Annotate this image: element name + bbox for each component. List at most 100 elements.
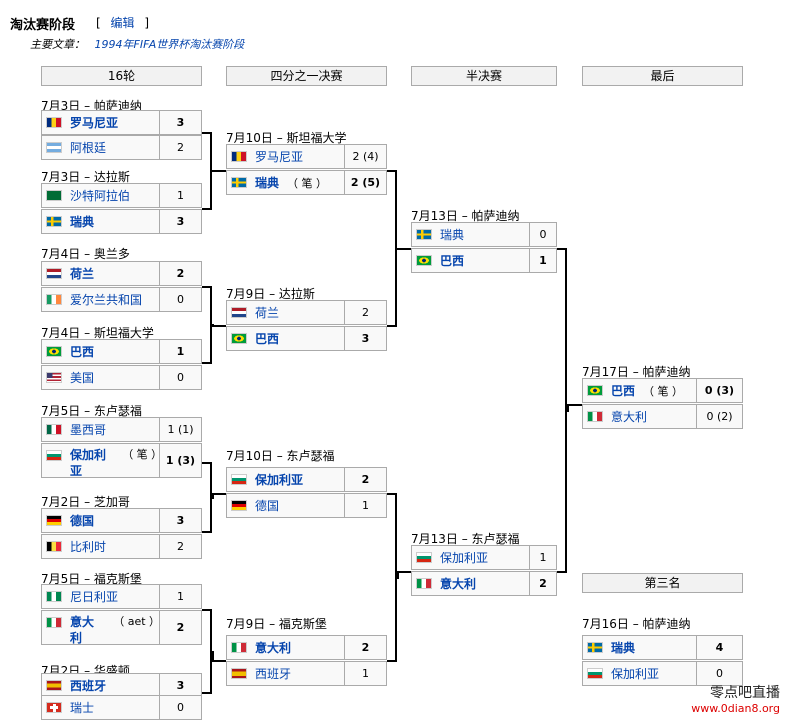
- germany-flag: [231, 500, 247, 511]
- match-date: 7月9日 – 达拉斯: [226, 287, 315, 301]
- saudi-arabia-flag: [46, 190, 62, 201]
- match-date: 7月2日 – 芝加哥: [41, 495, 130, 509]
- team-name[interactable]: 阿根廷: [70, 141, 107, 155]
- team-score: 0 (3): [697, 378, 743, 403]
- team-score: 1: [160, 183, 202, 208]
- usa-flag: [46, 372, 62, 383]
- team-name[interactable]: 瑞典: [70, 215, 95, 229]
- team-row: 沙特阿拉伯 1: [41, 183, 202, 208]
- team-score: 0 (2): [697, 404, 743, 429]
- team-name[interactable]: 罗马尼亚: [70, 116, 119, 130]
- match-date: 7月13日 – 帕萨迪纳: [411, 209, 520, 223]
- team-cell: 意大利: [582, 404, 697, 429]
- main-article-link[interactable]: 1994年FIFA世界杯淘汰赛阶段: [94, 38, 245, 51]
- edit-link[interactable]: [ 编辑 ]: [96, 14, 149, 31]
- team-name[interactable]: 保加利亚: [611, 667, 660, 681]
- team-name[interactable]: 瑞典: [611, 641, 636, 655]
- team-score: 3: [160, 209, 202, 234]
- team-name[interactable]: 西班牙: [70, 679, 107, 693]
- romania-flag: [231, 151, 247, 162]
- team-score: 2: [345, 635, 387, 660]
- team-name[interactable]: 爱尔兰共和国: [70, 293, 143, 307]
- team-name[interactable]: 保加利亚: [255, 473, 304, 487]
- bracket-line: [202, 609, 210, 611]
- team-cell: 爱尔兰共和国: [41, 287, 160, 312]
- match-date: 7月5日 – 福克斯堡: [41, 572, 142, 586]
- sweden-flag: [587, 642, 603, 653]
- team-score: 2: [345, 467, 387, 492]
- team-name[interactable]: 瑞典: [440, 228, 465, 242]
- spain-flag: [231, 668, 247, 679]
- team-score: 2: [160, 610, 202, 645]
- team-name[interactable]: 瑞士: [70, 701, 95, 715]
- bracket-line: [397, 571, 399, 579]
- team-name[interactable]: 荷兰: [70, 267, 95, 281]
- team-name[interactable]: 保加利亚: [70, 448, 107, 478]
- team-score: 1 (1): [160, 417, 202, 442]
- team-name[interactable]: 意大利: [611, 410, 648, 424]
- team-cell: 保加利亚: [226, 467, 345, 492]
- team-name[interactable]: 意大利: [440, 577, 477, 591]
- round-header-qf: 四分之一决赛: [226, 66, 387, 86]
- round-header-third: 第三名: [582, 573, 743, 593]
- italy-flag: [587, 411, 603, 422]
- team-cell: 美国: [41, 365, 160, 390]
- team-name[interactable]: 巴西: [611, 384, 636, 398]
- team-row: 意大利 0 (2): [582, 404, 743, 429]
- nigeria-flag: [46, 591, 62, 602]
- bracket-line: [212, 651, 214, 662]
- team-name[interactable]: 巴西: [440, 254, 465, 268]
- match-date: 7月17日 – 帕萨迪纳: [582, 365, 691, 379]
- team-score: 2: [345, 300, 387, 325]
- team-name[interactable]: 德国: [255, 499, 280, 513]
- belgium-flag: [46, 541, 62, 552]
- result-note: （ 笔 ）: [122, 448, 160, 461]
- result-note: （ 笔 ）: [287, 176, 328, 190]
- result-note: （ 笔 ）: [643, 384, 684, 398]
- team-name[interactable]: 巴西: [70, 345, 95, 359]
- argentina-flag: [46, 142, 62, 153]
- team-name[interactable]: 荷兰: [255, 306, 280, 320]
- edit-bracket-open: [: [96, 16, 101, 30]
- edit-label[interactable]: 编辑: [110, 16, 135, 30]
- team-name[interactable]: 瑞典: [255, 176, 280, 190]
- team-name[interactable]: 巴西: [255, 332, 280, 346]
- italy-flag: [231, 642, 247, 653]
- bracket-line: [212, 493, 214, 499]
- team-cell: 瑞典: [582, 635, 697, 660]
- team-row: 意大利 2: [226, 635, 387, 660]
- team-name[interactable]: 意大利: [255, 641, 292, 655]
- team-name[interactable]: 西班牙: [255, 667, 292, 681]
- spain-flag: [46, 680, 62, 691]
- team-name[interactable]: 保加利亚: [440, 551, 489, 565]
- team-name[interactable]: 罗马尼亚: [255, 150, 304, 164]
- ireland-flag: [46, 294, 62, 305]
- bracket-line: [387, 493, 395, 495]
- team-cell: 西班牙: [41, 673, 160, 698]
- bracket-line: [212, 493, 226, 495]
- team-name[interactable]: 德国: [70, 514, 95, 528]
- team-name[interactable]: 比利时: [70, 540, 107, 554]
- team-name[interactable]: 沙特阿拉伯: [70, 189, 131, 203]
- bracket-line: [557, 571, 565, 573]
- bracket-line: [212, 660, 226, 662]
- team-cell: 意大利: [226, 635, 345, 660]
- team-name[interactable]: 墨西哥: [70, 423, 107, 437]
- italy-flag: [416, 578, 432, 589]
- team-name[interactable]: 美国: [70, 371, 95, 385]
- bulgaria-flag: [416, 552, 432, 563]
- team-name[interactable]: 尼日利亚: [70, 590, 119, 604]
- team-cell: 荷兰: [226, 300, 345, 325]
- team-name[interactable]: 意大利: [70, 615, 95, 645]
- team-score: 2 (4): [345, 144, 387, 169]
- team-cell: 墨西哥: [41, 417, 160, 442]
- match-date: 7月5日 – 东卢瑟福: [41, 404, 142, 418]
- team-cell: 瑞士: [41, 695, 160, 720]
